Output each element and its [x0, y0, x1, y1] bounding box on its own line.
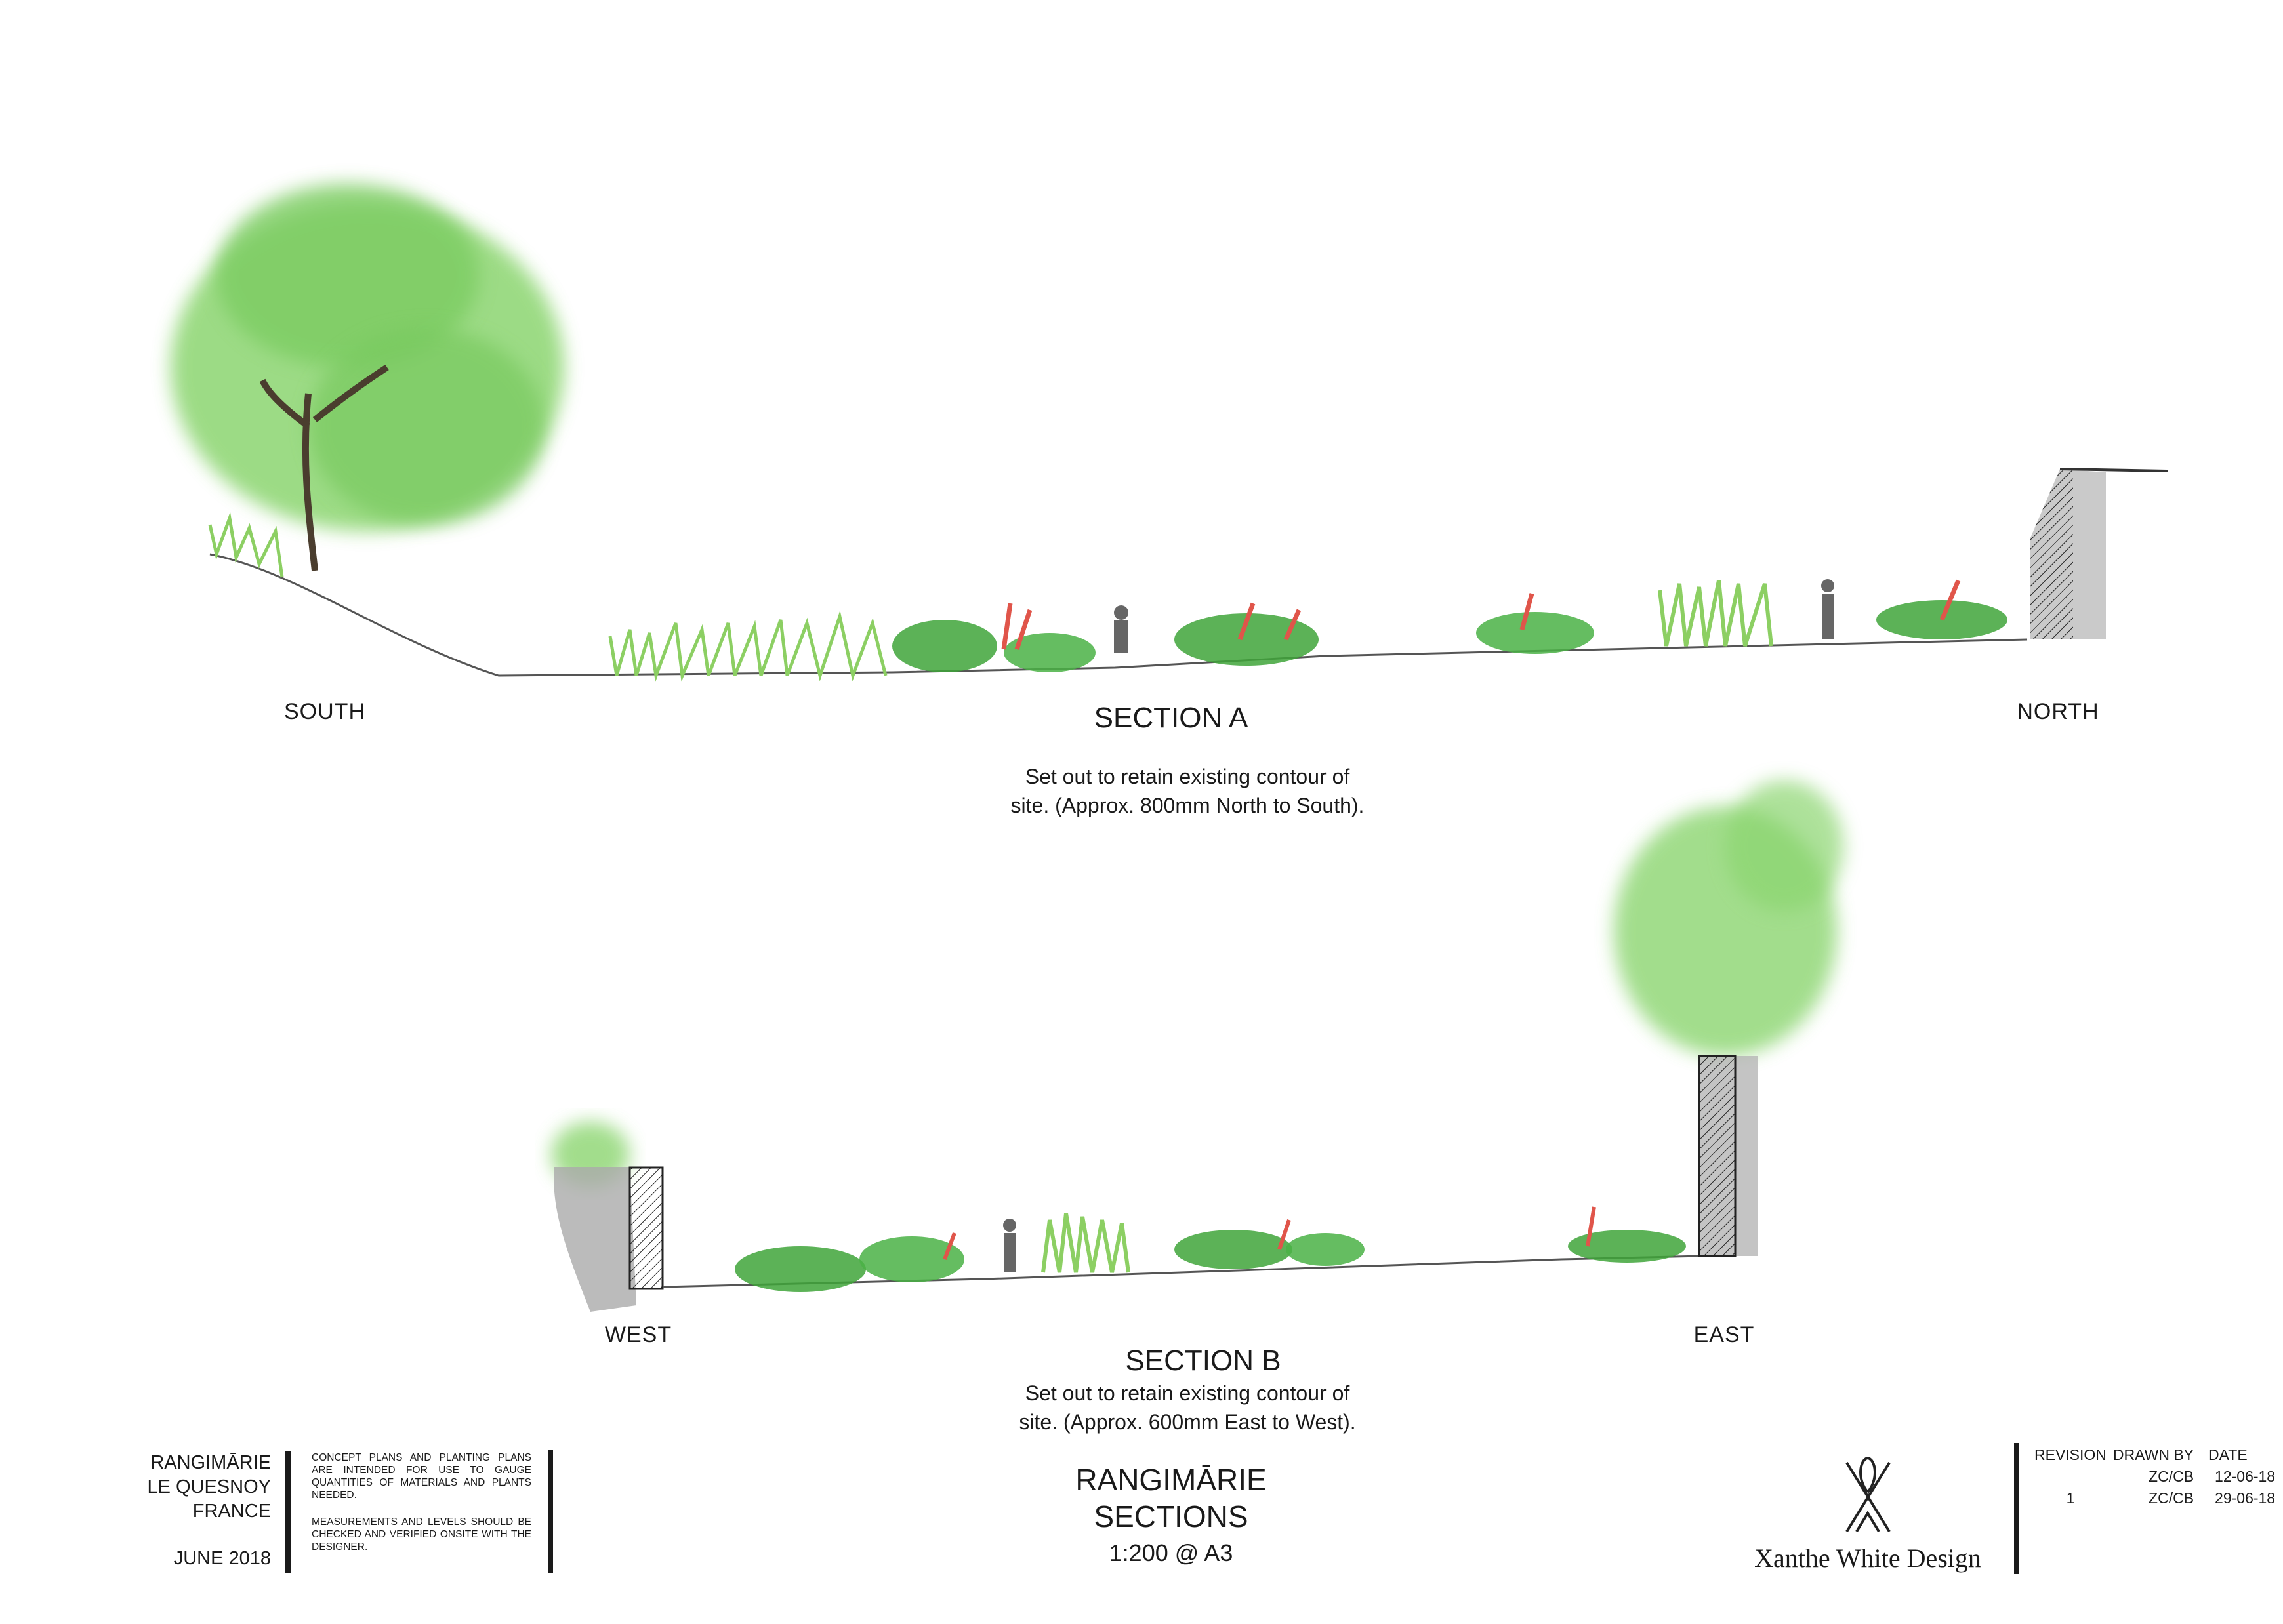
project-date: JUNE 2018 [173, 1548, 271, 1569]
section-a-drawing [171, 184, 2169, 682]
xanthe-white-logo-icon [1845, 1456, 1891, 1533]
table-row: 1 ZC/CB 29-06-18 [2066, 1490, 2276, 1507]
person-icon [1003, 1219, 1016, 1272]
divider [2014, 1443, 2019, 1574]
divider [548, 1450, 553, 1573]
section-a-title: SECTION A [1094, 702, 1248, 734]
section-b-drawing [551, 781, 1843, 1312]
firm-name: Xanthe White Design [1754, 1543, 1981, 1573]
table-row: ZC/CB 12-06-18 [2149, 1468, 2276, 1485]
section-a-note: Set out to retain existing contour of si… [1010, 765, 1365, 817]
section-b-title: SECTION B [1125, 1345, 1281, 1377]
revision-table: REVISION DRAWN BY DATE ZC/CB 12-06-18 1 … [2034, 1444, 2282, 1509]
disclaimer: CONCEPT PLANS AND PLANTING PLANS ARE INT… [312, 1452, 531, 1553]
project-location: RANGIMĀRIE LE QUESNOY FRANCE [147, 1452, 271, 1522]
drawing-title: RANGIMĀRIE SECTIONS 1:200 @ A3 [1075, 1463, 1267, 1566]
section-b-east-label: EAST [1693, 1322, 1755, 1347]
section-a-north-label: NORTH [2017, 699, 2099, 724]
tree-icon [171, 184, 564, 571]
tree-icon [1614, 781, 1843, 1056]
section-b-note: Set out to retain existing contour of si… [1019, 1381, 1356, 1434]
section-a-south-label: SOUTH [284, 699, 365, 724]
section-b-west-label: WEST [604, 1322, 672, 1347]
person-icon [1114, 579, 1834, 653]
divider [285, 1451, 291, 1573]
